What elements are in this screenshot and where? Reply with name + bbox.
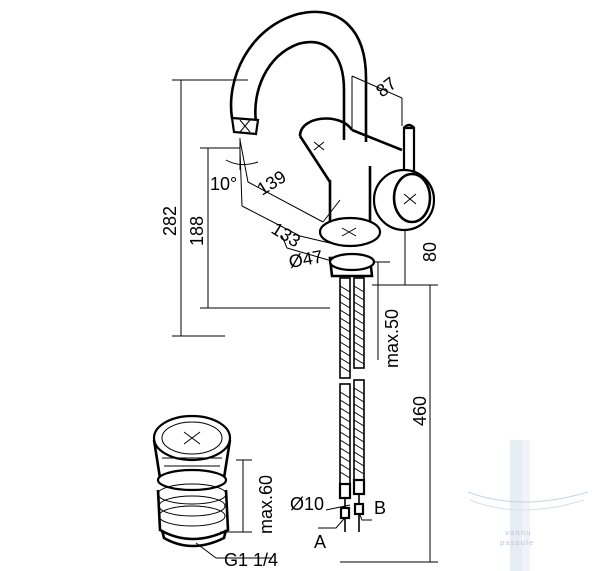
dim-base-offset: 133: [268, 218, 304, 251]
faucet-drawing: [229, 10, 436, 532]
dim-waste-thread: G1 1/4: [224, 550, 278, 570]
dim-height-total: 282: [160, 206, 180, 236]
watermark-line2: pasaule: [500, 539, 534, 547]
dim-body-height: 80: [420, 242, 440, 262]
dim-max-deck: max.50: [382, 309, 402, 368]
dim-swivel-angle: 10°: [210, 174, 237, 194]
dim-hose-length: 460: [410, 396, 430, 426]
hoses: [338, 277, 366, 532]
dim-height-spout: 188: [187, 216, 207, 246]
watermark-line1: vannu: [505, 529, 532, 537]
watermark: vannu pasaule: [467, 440, 589, 571]
dimension-lines: [172, 75, 438, 563]
dimension-labels: 87 282 188 139 133 10° Ø47 80 max.50 460…: [160, 73, 440, 570]
dim-hose-a: A: [314, 532, 326, 552]
dim-hose-b: B: [374, 498, 386, 518]
dim-hose-diameter: Ø10: [290, 494, 324, 514]
dim-reach: 87: [372, 73, 400, 101]
waste-valve-drawing: [152, 414, 232, 548]
dim-waste-max: max.60: [256, 475, 276, 534]
dim-spout-projection: 139: [254, 167, 290, 200]
